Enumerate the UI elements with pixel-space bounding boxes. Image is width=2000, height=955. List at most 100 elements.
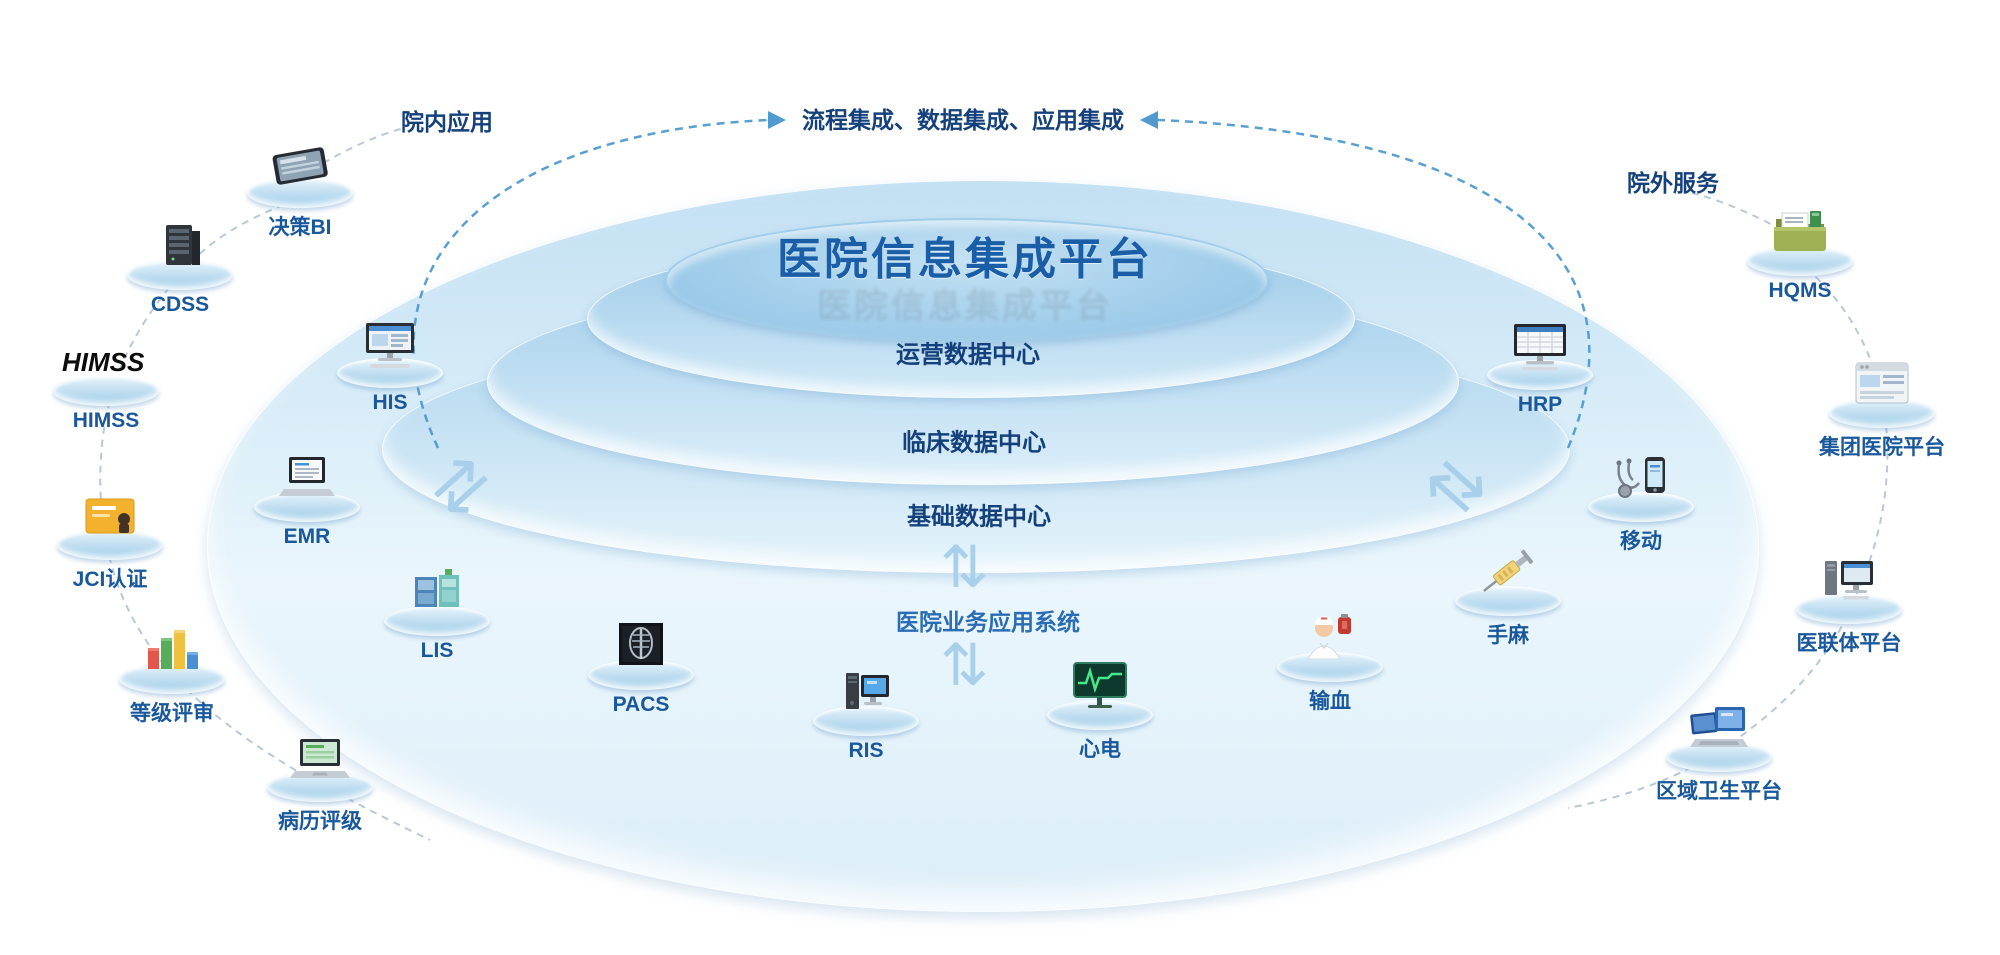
node-icon-stack (561, 610, 721, 690)
node-icon-stack (1460, 310, 1620, 390)
node-label: HQMS (1768, 279, 1832, 302)
node-label: CDSS (150, 293, 210, 316)
node-label: 等级评审 (130, 702, 214, 725)
node-platform (57, 530, 163, 560)
node-platform (384, 606, 490, 636)
bar-chart-icon (140, 625, 204, 682)
node-jci: JCI认证 (30, 480, 190, 593)
node-hrp: HRP (1460, 310, 1620, 417)
node-label: 集团医院平台 (1819, 436, 1945, 459)
in-hospital-apps-label: 院内应用 (401, 109, 493, 135)
node-platform (254, 492, 360, 522)
external-services-label: 院外服务 (1627, 170, 1719, 196)
node-icon-stack (1020, 650, 1180, 730)
ecg-monitor-icon (1068, 661, 1132, 718)
right-top-dashed-arc (1157, 118, 1591, 449)
syringe-icon (1476, 547, 1540, 604)
node-label: EMR (283, 525, 331, 548)
node-icon-stack (30, 480, 190, 560)
node-hqms: HQMS (1720, 196, 1880, 303)
himss-logo-icon: HIMSS (60, 337, 152, 394)
node-icon-stack (1639, 692, 1799, 772)
nurse-blood-icon (1298, 613, 1362, 670)
node-label: RIS (848, 739, 884, 762)
node-label: 输血 (1309, 690, 1351, 713)
node-label: 区域卫生平台 (1656, 780, 1782, 803)
node-yilianti: 医联体平台 (1769, 544, 1929, 657)
node-platform (1487, 360, 1593, 390)
node-label: PACS (612, 693, 670, 716)
left-top-dashed-arc (412, 118, 769, 449)
folder-docs-icon (1768, 207, 1832, 264)
right-arc-arrowhead-icon (1140, 111, 1158, 129)
node-label: LIS (420, 639, 454, 662)
node-icon-stack: HIMSS (26, 326, 186, 406)
left-label-connector (311, 127, 405, 171)
node-label: 手麻 (1487, 624, 1529, 647)
node-label: 医联体平台 (1796, 632, 1902, 655)
node-his: HIS (310, 308, 470, 415)
workstation-icon (834, 667, 898, 724)
server-icon (148, 221, 212, 278)
node-quyu: 区域卫生平台 (1639, 692, 1799, 805)
node-dengji: 等级评审 (92, 614, 252, 727)
sync-arrows-center-bottom-icon: ⇅ (940, 631, 989, 699)
ring-label-operation-data: 运营数据中心 (896, 341, 1040, 369)
node-platform (813, 706, 919, 736)
node-icon-stack (240, 722, 400, 802)
node-icon-stack (227, 442, 387, 522)
node-label: 移动 (1620, 530, 1662, 553)
sync-arrows-center-top-icon: ⇅ (940, 533, 989, 601)
node-icon-stack (357, 556, 517, 636)
laptop-doc-icon (275, 453, 339, 510)
ring-label-clinical-data: 临床数据中心 (902, 429, 1046, 457)
node-juece-bi: 决策BI (220, 128, 380, 241)
node-ris: RIS (786, 656, 946, 763)
node-icon-stack (310, 308, 470, 388)
node-icon-stack (1561, 442, 1721, 522)
node-icon-stack (92, 614, 252, 694)
business-systems-label: 医院业务应用系统 (896, 609, 1080, 635)
laptop-green-icon (288, 733, 352, 790)
node-icon-stack (100, 210, 260, 290)
node-icon-stack (1428, 536, 1588, 616)
node-platform (247, 178, 353, 208)
node-icon-stack (220, 128, 380, 208)
node-bingli: 病历评级 (240, 722, 400, 835)
svg-text:HIMSS: HIMSS (62, 347, 145, 377)
ring-label-basic-data: 基础数据中心 (907, 503, 1051, 531)
node-label: HIS (372, 391, 408, 414)
tablet-icon (268, 139, 332, 196)
dual-computers-icon (1687, 703, 1751, 760)
lab-cabinet-icon (405, 567, 469, 624)
certificate-icon (78, 491, 142, 548)
node-label: 心电 (1079, 738, 1121, 761)
node-icon-stack (1250, 602, 1410, 682)
node-icon-stack (1802, 348, 1962, 428)
xray-film-icon (609, 621, 673, 678)
node-label: 病历评级 (278, 810, 362, 833)
node-platform (337, 358, 443, 388)
right-label-connector (1691, 192, 1783, 231)
node-xindian: 心电 (1020, 650, 1180, 763)
node-cdss: CDSS (100, 210, 260, 317)
node-platform (53, 376, 159, 406)
node-shouma: 手麻 (1428, 536, 1588, 649)
integration-flow-label: 流程集成、数据集成、应用集成 (802, 107, 1124, 133)
node-label: HRP (1517, 393, 1563, 416)
title-watermark: 医院信息集成平台 (817, 287, 1113, 326)
top-disc-ellipse (665, 218, 1269, 342)
node-lis: LIS (357, 556, 517, 663)
node-icon-stack (1720, 196, 1880, 276)
node-label: HIMSS (72, 409, 140, 432)
node-platform (1588, 492, 1694, 522)
browser-window-icon (1850, 359, 1914, 416)
node-icon-stack (1769, 544, 1929, 624)
node-label: JCI认证 (72, 568, 148, 591)
stethoscope-phone-icon (1609, 453, 1673, 510)
node-jituan: 集团医院平台 (1802, 348, 1962, 461)
node-platform (1455, 586, 1561, 616)
spreadsheet-monitor-icon (1508, 321, 1572, 378)
node-icon-stack (786, 656, 946, 736)
